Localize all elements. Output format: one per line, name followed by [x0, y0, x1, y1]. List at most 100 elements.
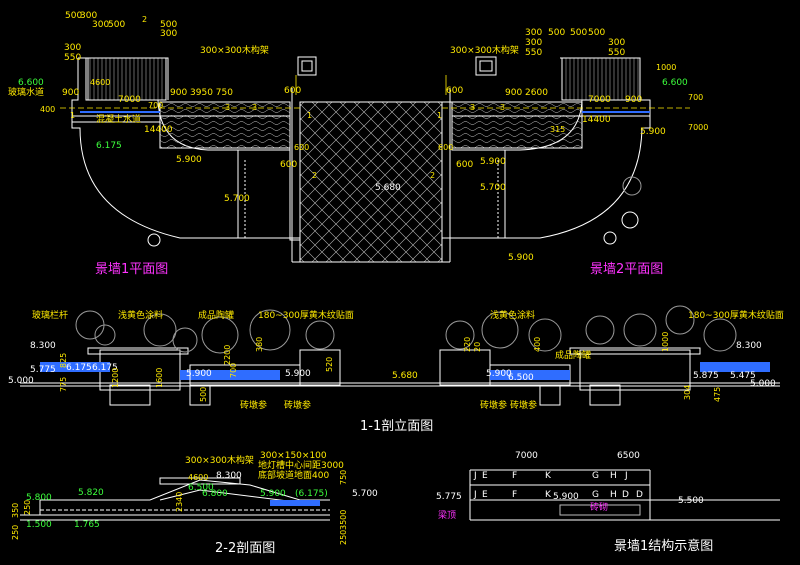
s22-e4600: 4600 [188, 473, 208, 482]
elev-5900-c: 5.900 [508, 253, 534, 263]
v-700: 700 [229, 363, 238, 378]
dim-7000-left: 7000 [118, 95, 141, 105]
struct-e5775: 5.775 [436, 492, 462, 502]
dim-600-a: 600 [284, 86, 301, 96]
e5900-mid: 5.900 [285, 369, 311, 379]
s22-v-250c: 250 [339, 530, 348, 545]
lamp-spacing-label: 地灯槽中心间距3000 [258, 459, 344, 471]
elev-5680: 5.680 [375, 183, 401, 193]
elev-5900-a: 5.900 [176, 155, 202, 165]
mark-1c: 1 [70, 111, 75, 120]
plan-title-wall1: 景墙1平面图 [95, 262, 168, 277]
dim-900-left: 900 [62, 88, 79, 98]
struct-letter-t6: H [610, 471, 617, 481]
e5775-left: 5.775 [30, 365, 56, 375]
structure-diagram [469, 469, 780, 521]
dim-700-vertical: 700 [688, 93, 703, 102]
e8300-right: 8.300 [736, 341, 762, 351]
s22-v-2340: 2340 [175, 492, 184, 512]
s22-e5900: 5.900 [260, 489, 286, 499]
elev-5900-d: 5.900 [640, 127, 666, 137]
struct-d7000: 7000 [515, 451, 538, 461]
v-400: 400 [533, 337, 542, 352]
v-475: 475 [713, 387, 722, 402]
e6500-elev: 6.500 [508, 373, 534, 383]
struct-letter-t7: J [624, 471, 628, 481]
e5475: 5.475 [730, 371, 756, 381]
pillar-right [475, 56, 497, 76]
section-22-title: 2-2剖面图 [215, 541, 275, 556]
dim-1000: 1000 [656, 63, 676, 72]
e6175: 6.175 [66, 363, 92, 373]
pergola-22-label: 300×300木构架 [185, 454, 254, 466]
s22-v-350: 350 [11, 503, 20, 518]
dim-14400-left: 14400 [144, 125, 173, 135]
top-dim-r1: 300 [525, 28, 542, 38]
concrete-channel-left [159, 101, 291, 149]
elev-5700-a: 5.700 [224, 194, 250, 204]
mark-3b: 3 [252, 103, 257, 112]
s22-e5700: 5.700 [352, 489, 378, 499]
pergola-left-label: 300×300木构架 [200, 44, 269, 56]
top-dim-r2: 500 [548, 28, 565, 38]
pergola-right-label: 300×300木构架 [450, 44, 519, 56]
dim-600-f: 600 [438, 143, 453, 152]
paint-left-label: 浅黄色涂料 [118, 309, 163, 321]
struct-beam: 梁顶 [438, 509, 456, 521]
v-775: 775 [59, 377, 68, 392]
structure-title: 景墙1结构示意图 [614, 538, 713, 554]
e5000-right: 5.000 [750, 379, 776, 389]
v-2200: 2200 [223, 345, 232, 365]
plan-title-wall2: 景墙2平面图 [590, 262, 663, 277]
struct-brick: 砖砌 [590, 501, 608, 513]
e8300-left: 8.300 [30, 341, 56, 351]
e6175b: 6.175 [92, 363, 118, 373]
top-dim-l7: 300 [64, 43, 81, 53]
section-markers [60, 75, 690, 109]
dim-row-right: 900 2600 [505, 88, 548, 98]
mark-3c: 3 [470, 103, 475, 112]
struct-letter-t4: K [545, 471, 552, 481]
struct-letter-b2: E [482, 490, 488, 500]
pier-r1: 砖墩参 [480, 399, 507, 411]
s22-e5820: 5.820 [78, 488, 104, 498]
v-500: 500 [199, 387, 208, 402]
struct-letter-t2: E [482, 471, 488, 481]
e5900-right: 5.900 [486, 369, 512, 379]
top-dim-l5: 500 [160, 20, 177, 30]
mark-1a: 1 [307, 111, 312, 120]
mark-2a: 2 [312, 171, 317, 180]
top-dim-r3: 500 [570, 28, 587, 38]
elev-5900-b: 5.900 [480, 157, 506, 167]
struct-letter-b6: H [610, 490, 617, 500]
v-304: 304 [683, 385, 692, 400]
s22-e5800: 5.800 [26, 493, 52, 503]
struct-letter-b3: F [512, 490, 517, 500]
pier-r2: 砖墩参 [510, 399, 537, 411]
pier-l2: 砖墩参 [284, 399, 311, 411]
lamp-size-label: 300×150×100 [260, 451, 327, 461]
dim-900-right: 900 [625, 95, 642, 105]
s22-e6800: 6.800 [202, 489, 228, 499]
v-1200: 1200 [111, 368, 120, 388]
pot-right-label: 成品陶罐 [555, 349, 591, 361]
struct-letter-t1: J [473, 471, 477, 481]
v-380: 380 [255, 337, 264, 352]
v-520: 520 [325, 357, 334, 372]
ramp-label: 底部坡道地面400 [258, 469, 329, 481]
struct-letter-b7: D [622, 490, 629, 500]
s22-e6500: 6.500 [188, 483, 214, 493]
pergola-right-plan [561, 57, 641, 101]
e5900-left: 5.900 [186, 369, 212, 379]
mark-1b: 1 [437, 111, 442, 120]
v-1600-left: 1600 [155, 368, 164, 388]
dim-400: 400 [40, 105, 55, 114]
struct-e5900: 5.900 [553, 492, 579, 502]
mark-3d: 3 [500, 103, 505, 112]
plan-text: 500 300 300 500 500 300 300 550 300×300木… [8, 11, 708, 277]
elev-6600-right: 6.600 [662, 78, 688, 88]
top-dim-l4: 500 [108, 20, 125, 30]
elevation-wall-right [579, 349, 691, 391]
top-dim-r8: 550 [608, 48, 625, 58]
struct-letter-b5: G [592, 490, 599, 500]
